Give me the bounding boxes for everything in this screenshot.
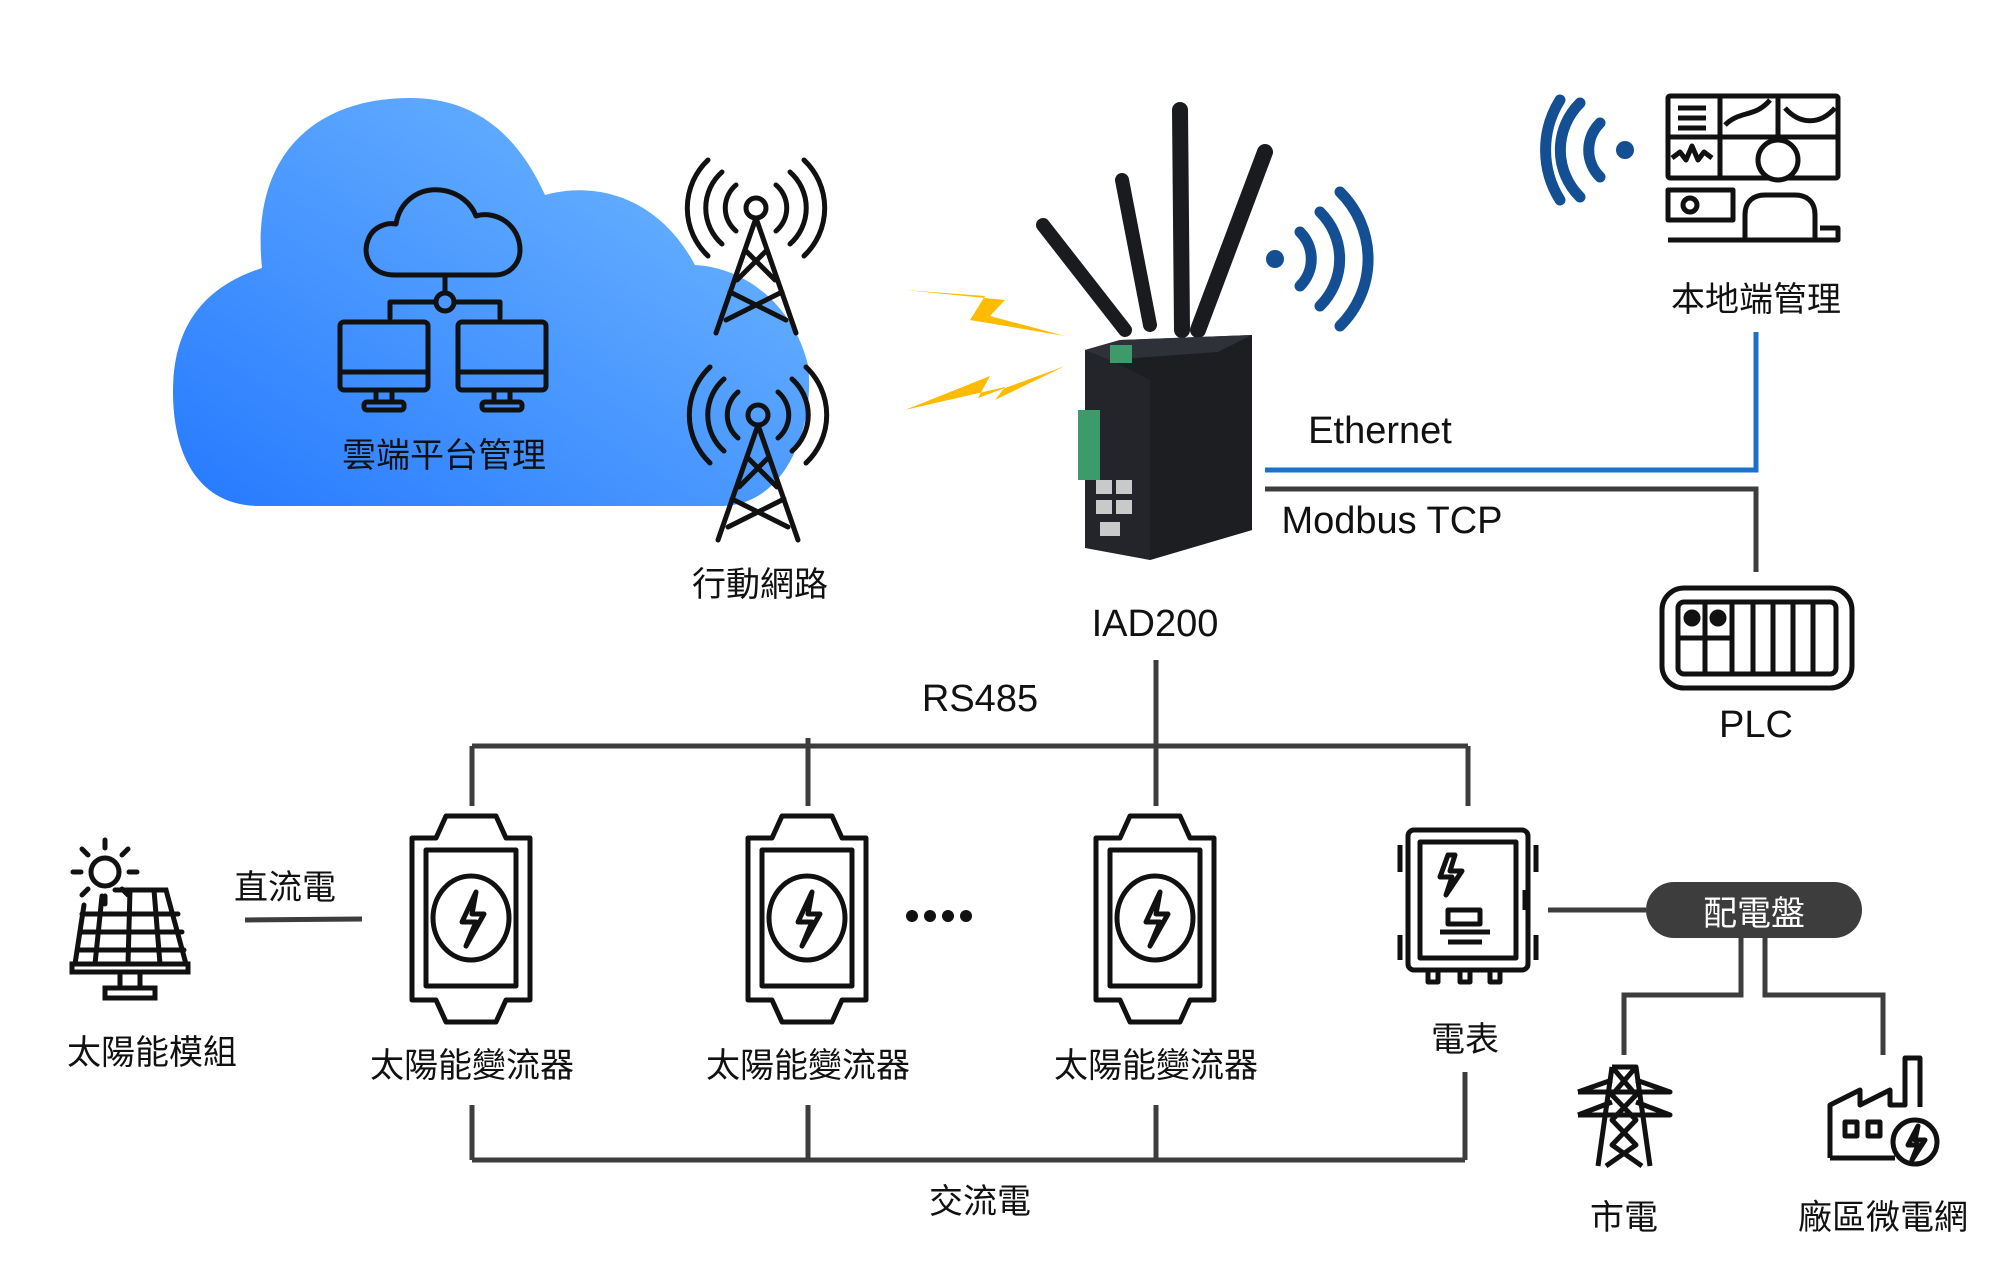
ac-label: 交流電 xyxy=(929,1182,1031,1222)
ethernet-link xyxy=(1265,332,1759,473)
cloud-label: 雲端平台管理 xyxy=(342,436,546,476)
microgrid-label: 廠區微電網 xyxy=(1798,1198,1968,1238)
inverter-label: 太陽能變流器 xyxy=(706,1046,910,1086)
cell-tower-icon xyxy=(686,364,830,543)
inverter-label: 太陽能變流器 xyxy=(1054,1046,1258,1086)
ac-bus xyxy=(469,1072,1468,1163)
inverter-icon xyxy=(409,813,533,1025)
cloud-network-icon xyxy=(337,187,549,413)
plc-label: PLC xyxy=(1719,704,1793,746)
solar-module-label: 太陽能模組 xyxy=(67,1033,237,1073)
dc-label: 直流電 xyxy=(234,868,336,908)
inverter-label: 太陽能變流器 xyxy=(370,1046,574,1086)
meter-label: 電表 xyxy=(1431,1020,1499,1060)
plc-icon xyxy=(1659,585,1855,691)
factory-power-icon xyxy=(1827,1055,1940,1167)
cellular-label: 行動網路 xyxy=(692,565,828,605)
distribution-panel: 配電盤 xyxy=(1646,882,1862,938)
dc-link xyxy=(244,916,363,923)
modbus-link xyxy=(1265,486,1759,572)
wifi-signal-icon xyxy=(1540,94,1634,206)
inverter-icon xyxy=(745,813,869,1025)
cell-tower-icon xyxy=(684,157,828,336)
ethernet-label: Ethernet xyxy=(1308,410,1452,452)
inverter-icon xyxy=(1093,813,1217,1025)
rs485-bus xyxy=(469,660,1471,806)
control-room-operator-icon xyxy=(1665,93,1841,243)
modbus-label: Modbus TCP xyxy=(1281,500,1503,542)
wifi-signal-icon xyxy=(1266,186,1374,332)
distribution-panel-label: 配電盤 xyxy=(1703,893,1805,934)
more-inverters-ellipsis xyxy=(906,910,972,922)
rs485-label: RS485 xyxy=(921,678,1039,720)
local-management-label: 本地端管理 xyxy=(1671,280,1841,320)
solar-panel-icon xyxy=(69,837,191,1001)
meter-box-icon xyxy=(1397,827,1539,985)
gateway-label: IAD200 xyxy=(1091,603,1219,645)
power-tower-icon xyxy=(1577,1064,1673,1169)
lightning-bolt-icon xyxy=(905,290,1065,410)
industrial-router-icon xyxy=(1036,102,1273,560)
grid-label: 市電 xyxy=(1590,1198,1658,1238)
panel-branches xyxy=(1621,938,1886,1055)
